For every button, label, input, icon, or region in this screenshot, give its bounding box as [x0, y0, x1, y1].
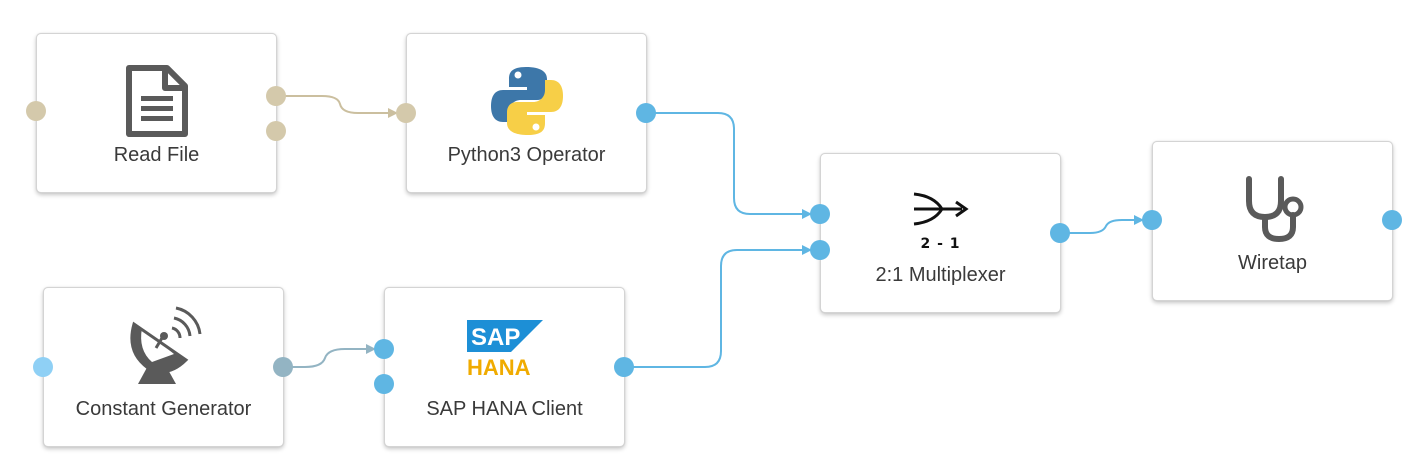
wiretap-input-port[interactable] — [1142, 210, 1162, 230]
edge-hana-to-multiplexer[interactable] — [624, 245, 812, 368]
node-constant-generator[interactable]: Constant Generator — [43, 287, 284, 447]
sap-hana-input-port-1[interactable] — [374, 339, 394, 359]
wiretap-output-port[interactable] — [1382, 210, 1402, 230]
multiplexer-input-port-1[interactable] — [810, 204, 830, 224]
constant-generator-output-port[interactable] — [273, 357, 293, 377]
multiplexer-input-port-2[interactable] — [810, 240, 830, 260]
node-multiplexer[interactable]: 2 - 1 2:1 Multiplexer — [820, 153, 1061, 313]
node-label: 2:1 Multiplexer — [875, 264, 1006, 286]
node-read-file[interactable]: Read File — [36, 33, 277, 193]
read-file-output-port-2[interactable] — [266, 121, 286, 141]
multiplexer-caption: 2 - 1 — [821, 234, 1060, 254]
node-python3-operator[interactable]: Python3 Operator — [406, 33, 647, 193]
read-file-input-port[interactable] — [26, 101, 46, 121]
node-label: Read File — [113, 144, 200, 166]
svg-text:SAP: SAP — [471, 324, 520, 351]
edge-multiplexer-to-wiretap[interactable] — [1060, 215, 1144, 234]
edge-python-to-multiplexer[interactable] — [646, 112, 812, 219]
node-label: SAP HANA Client — [426, 398, 583, 420]
constant-generator-input-port[interactable] — [33, 357, 53, 377]
python-logo-icon — [407, 62, 646, 140]
multiplexer-arrows-icon — [821, 184, 1060, 234]
stethoscope-icon — [1153, 174, 1392, 244]
edge-readfile-to-python[interactable] — [276, 95, 398, 118]
satellite-dish-icon — [44, 304, 283, 386]
multiplexer-output-port[interactable] — [1050, 223, 1070, 243]
node-sap-hana-client[interactable]: SAP HANA SAP HANA Client — [384, 287, 625, 447]
svg-text:HANA: HANA — [467, 355, 531, 378]
edge-constgen-to-hana[interactable] — [283, 344, 376, 368]
read-file-output-port-1[interactable] — [266, 86, 286, 106]
sap-hana-output-port[interactable] — [614, 357, 634, 377]
multiplexer-caption-text: 2 - 1 — [920, 236, 961, 252]
node-wiretap[interactable]: Wiretap — [1152, 141, 1393, 301]
node-label: Python3 Operator — [447, 144, 606, 166]
node-label: Constant Generator — [75, 398, 252, 420]
python3-output-port[interactable] — [636, 103, 656, 123]
sap-hana-input-port-2[interactable] — [374, 374, 394, 394]
sap-hana-logo-icon: SAP HANA — [385, 318, 624, 378]
document-icon — [37, 62, 276, 140]
python3-input-port[interactable] — [396, 103, 416, 123]
node-label: Wiretap — [1238, 252, 1307, 274]
